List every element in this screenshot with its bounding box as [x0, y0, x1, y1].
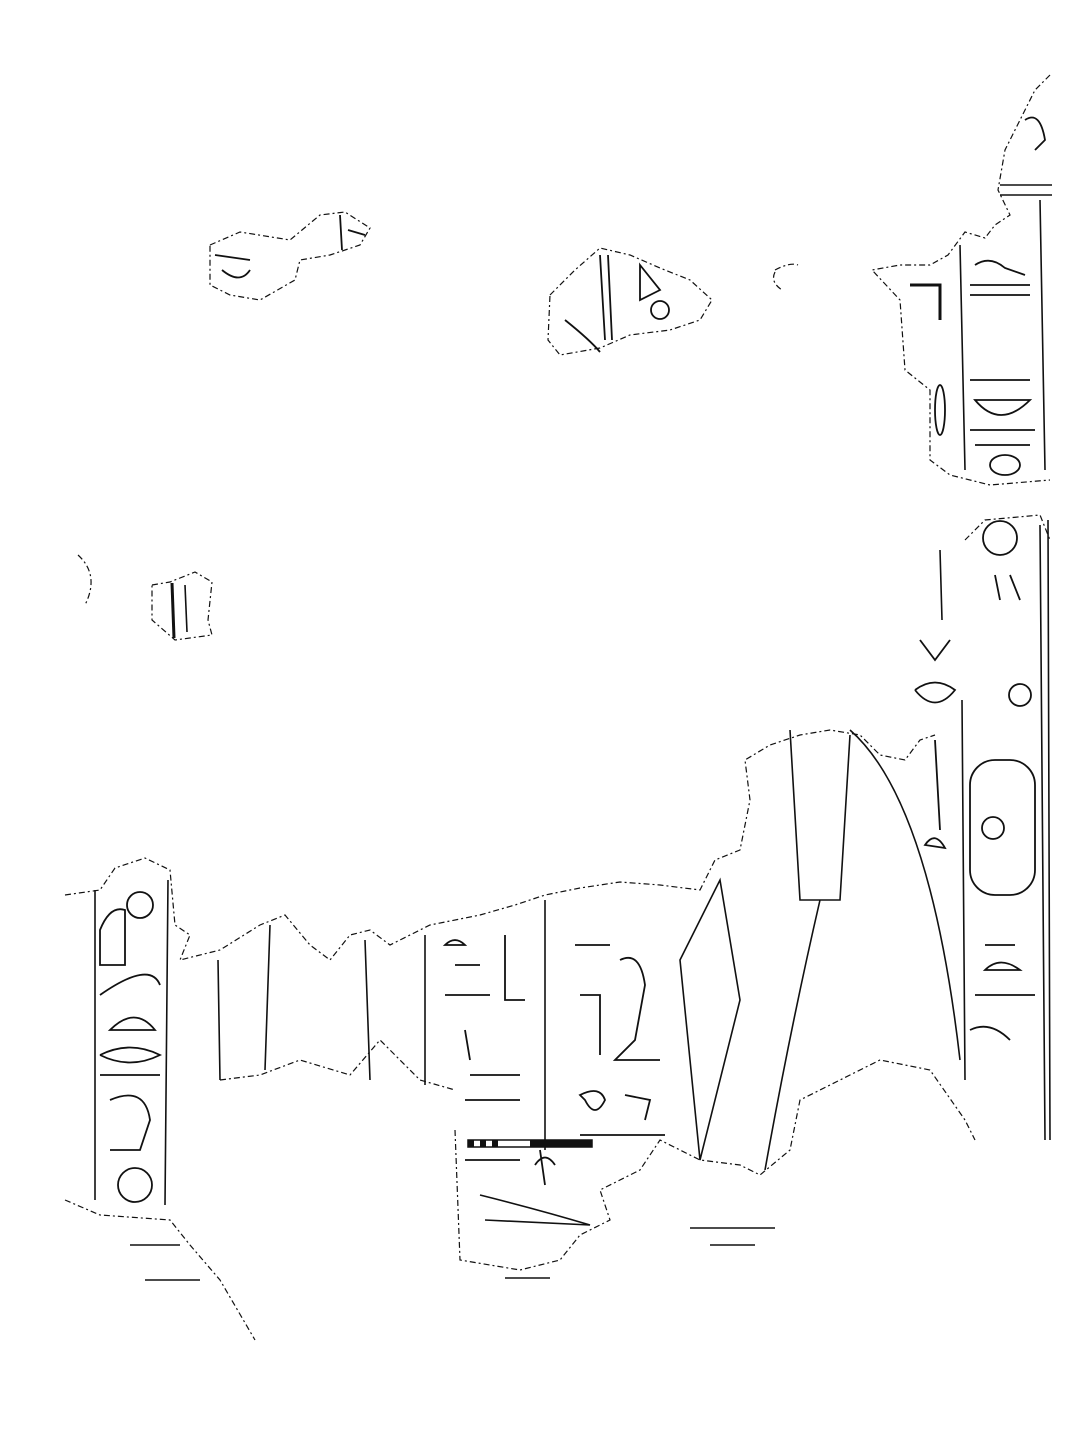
fragment-top-center: [547, 247, 713, 356]
fragment-top-right: [870, 74, 1052, 486]
wall-relief-lower: [64, 729, 976, 1341]
fragment-small-left: [77, 554, 213, 641]
fragment-top-left: [209, 211, 371, 301]
fragment-arc: [772, 263, 799, 291]
column-right: [914, 514, 1051, 1141]
scale-bar: [467, 1139, 593, 1148]
